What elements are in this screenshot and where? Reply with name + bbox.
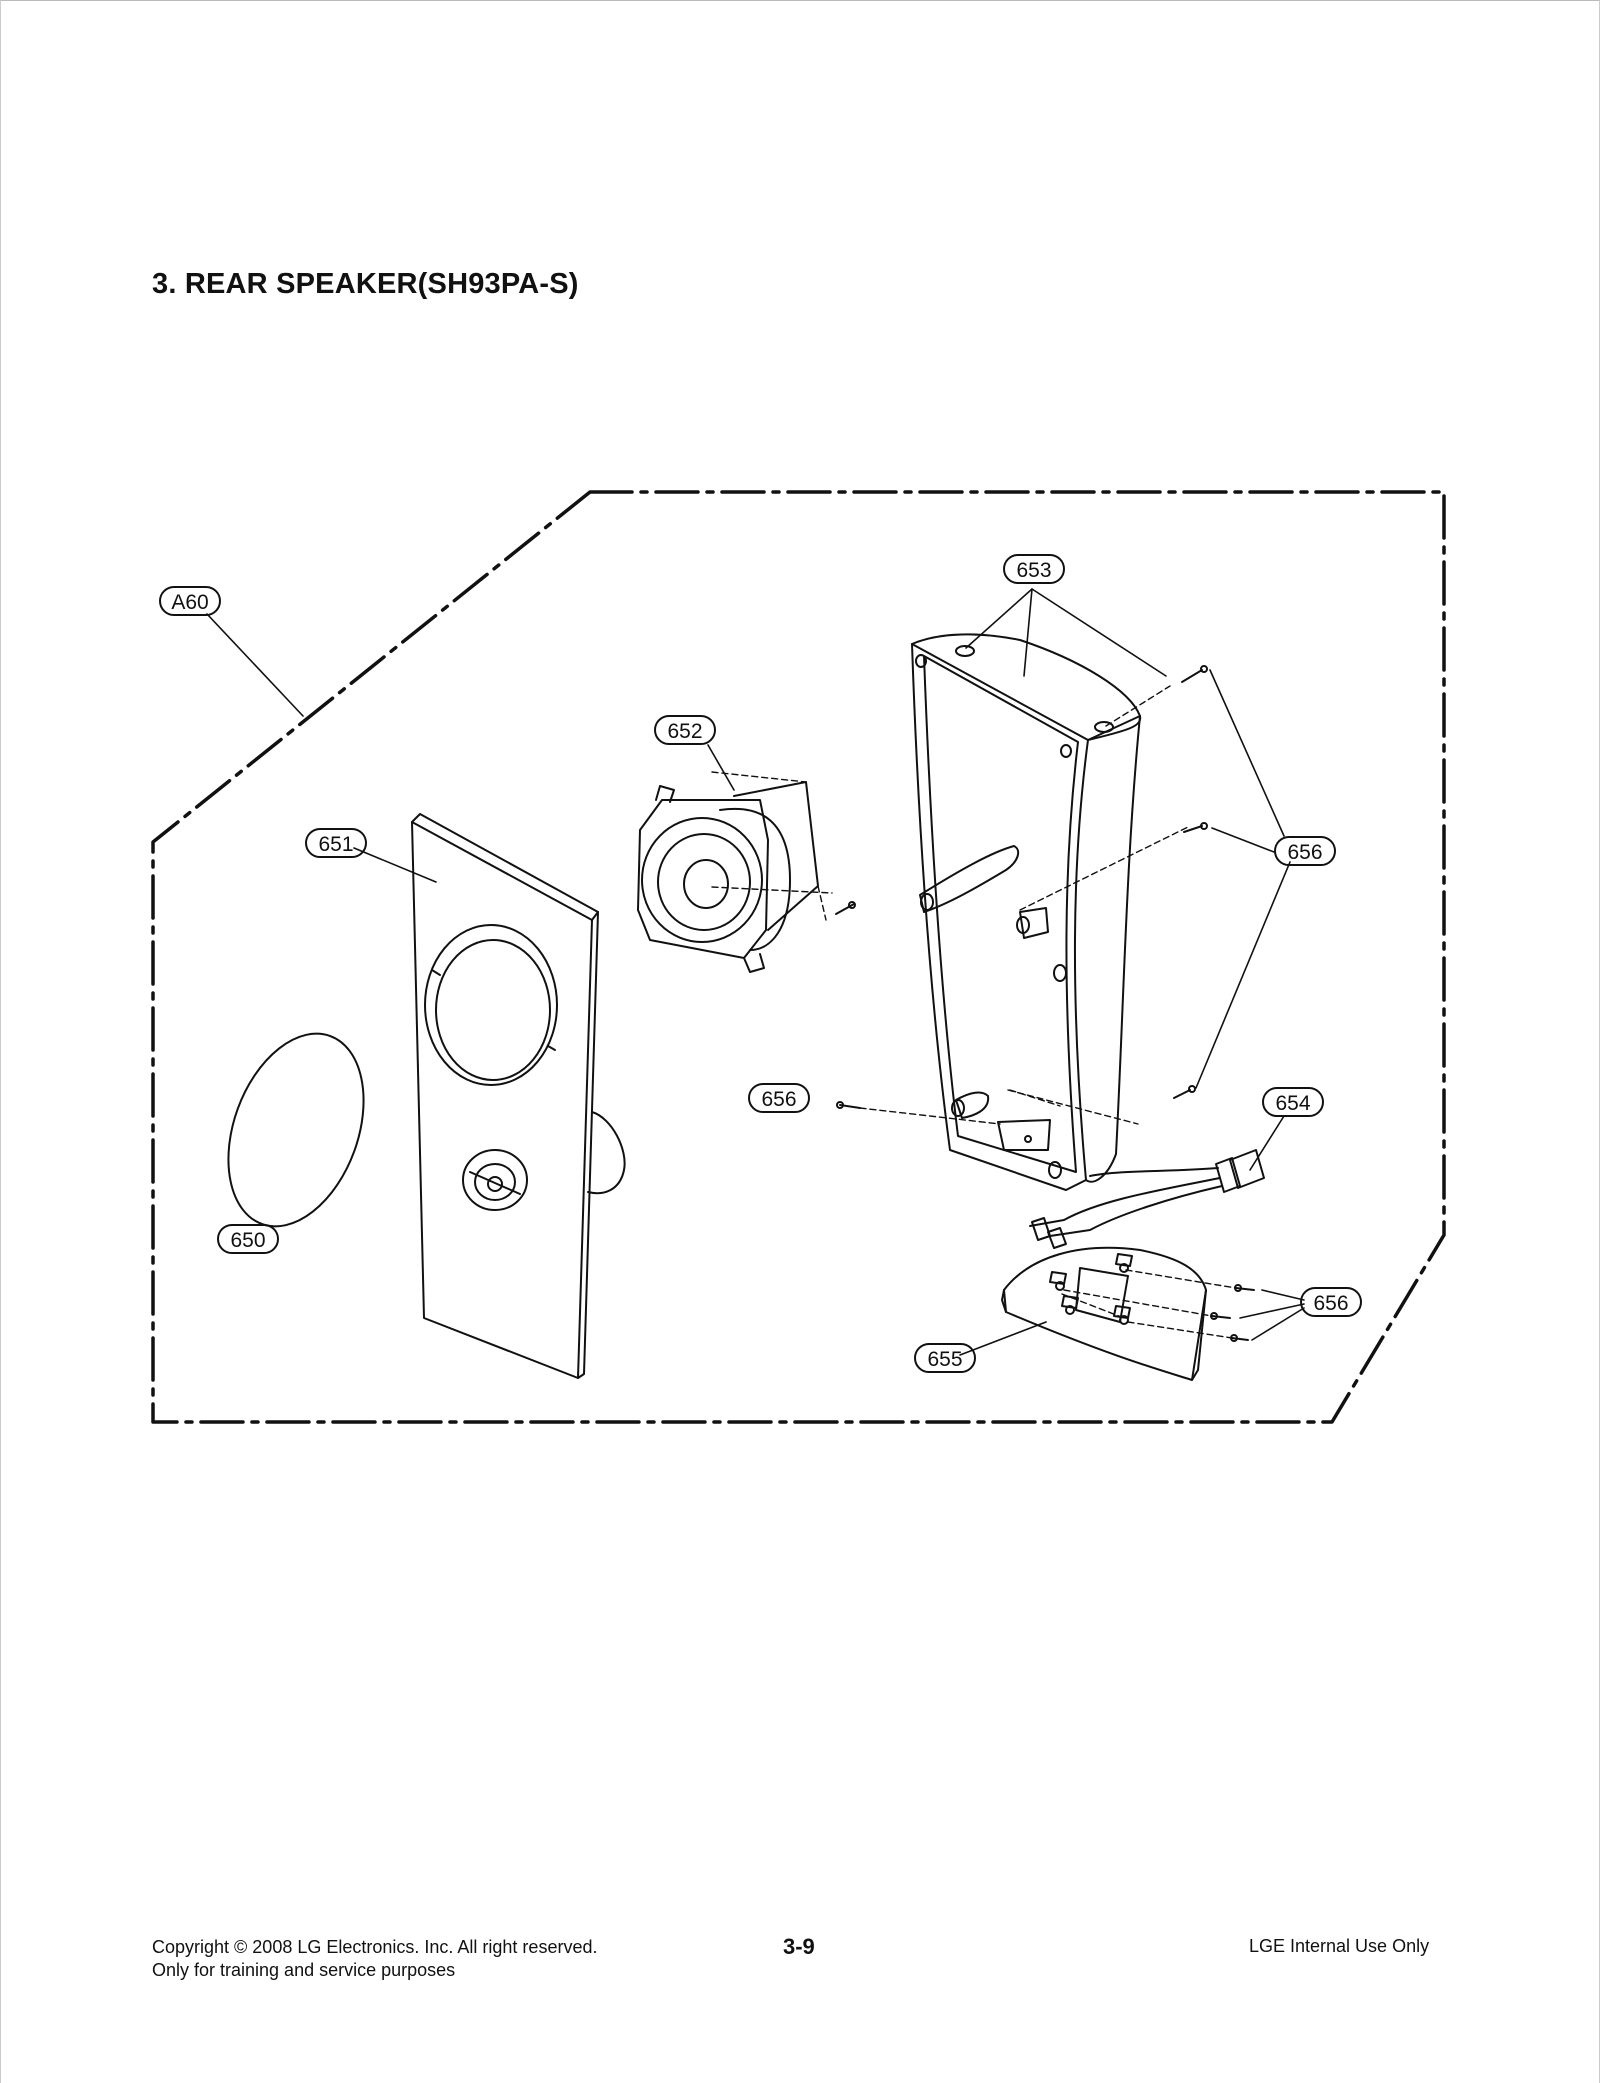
callout-650: 650	[217, 1224, 279, 1254]
leader-lines	[206, 588, 1305, 1356]
callout-651: 651	[305, 828, 367, 858]
svg-text:650: 650	[230, 1229, 265, 1252]
part-654-wire-harness	[1029, 1149, 1265, 1249]
part-655-stand-base	[1001, 1246, 1237, 1381]
footer-copyright: Copyright © 2008 LG Electronics. Inc. Al…	[152, 1937, 598, 1957]
callout-652: 652	[654, 715, 716, 745]
svg-text:A60: A60	[171, 591, 208, 614]
svg-text:653: 653	[1016, 559, 1051, 582]
svg-text:656: 656	[1287, 841, 1322, 864]
footer-copyright-block: Copyright © 2008 LG Electronics. Inc. Al…	[152, 1936, 597, 1982]
part-652-woofer-driver	[637, 771, 856, 973]
svg-text:655: 655	[927, 1348, 962, 1371]
callout-653: 653	[1003, 554, 1065, 584]
callout-656-bottom: 656	[1300, 1287, 1362, 1317]
assembly-boundary	[151, 490, 1446, 1424]
part-653-rear-cabinet	[911, 633, 1191, 1191]
svg-text:656: 656	[1313, 1292, 1348, 1315]
footer-notice: LGE Internal Use Only	[1249, 1936, 1430, 1956]
callout-656-left: 656	[748, 1083, 810, 1113]
svg-text:651: 651	[318, 833, 353, 856]
svg-text:656: 656	[761, 1088, 796, 1111]
svg-text:654: 654	[1275, 1092, 1310, 1115]
part-656-screws	[836, 665, 1255, 1342]
callout-a60: A60	[159, 586, 221, 616]
page-left-border	[0, 0, 1, 2083]
part-651-front-panel	[411, 813, 626, 1379]
part-650-grille-disc	[227, 1032, 365, 1228]
callout-656-top: 656	[1274, 836, 1336, 866]
callout-654: 654	[1262, 1087, 1324, 1117]
page-title: 3. REAR SPEAKER(SH93PA-S)	[152, 268, 579, 300]
page-number: 3-9	[783, 1934, 815, 1959]
callout-655: 655	[914, 1343, 976, 1373]
footer-purpose: Only for training and service purposes	[152, 1960, 456, 1980]
page-top-border	[0, 0, 1600, 1]
svg-text:652: 652	[667, 720, 702, 743]
